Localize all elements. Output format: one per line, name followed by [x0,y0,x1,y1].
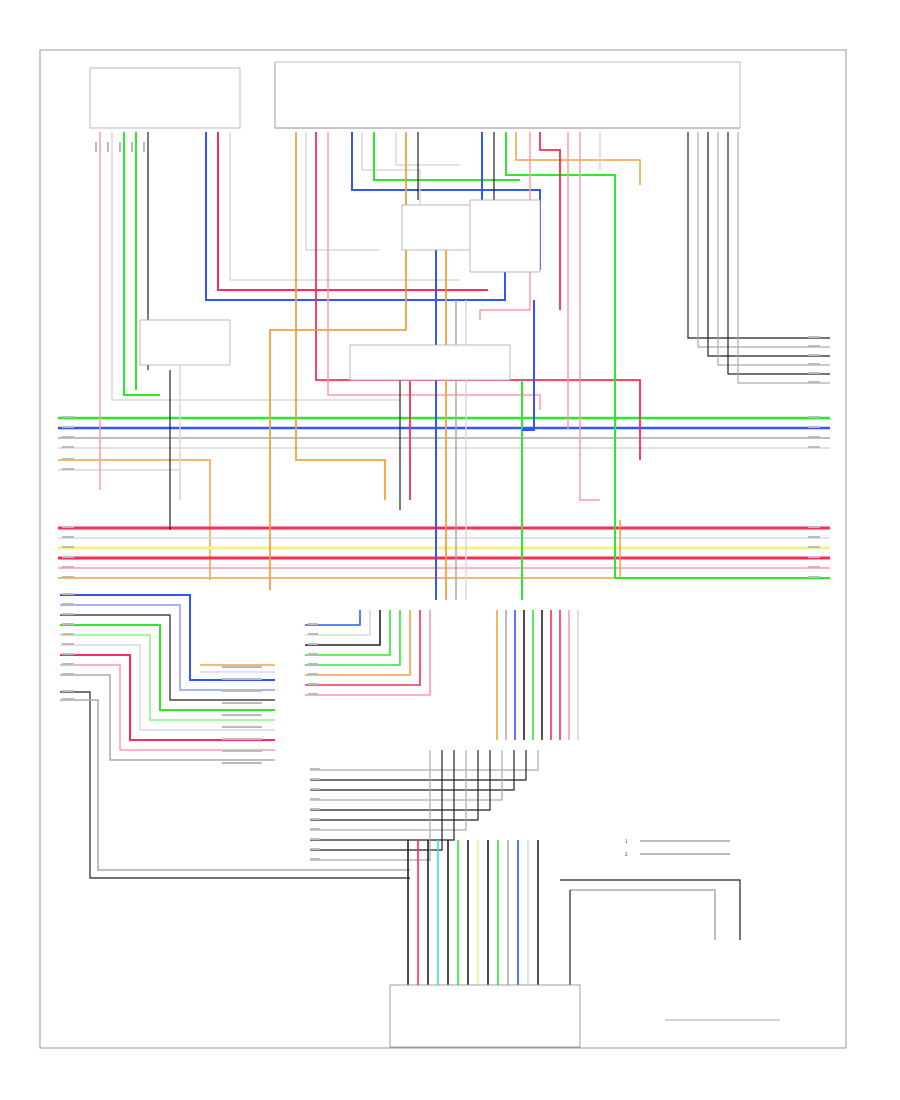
wire-light_blue-56 [60,604,275,691]
diagram-frame [39,49,847,1049]
wire-black-87 [310,750,527,781]
wire-green-58 [60,624,275,711]
wire-light_gray-13 [111,132,400,401]
wire-light_gray-60 [60,644,275,731]
bottom-unit [389,984,581,1048]
center-unit-b [469,199,541,273]
wire-green-32 [505,132,830,579]
wire-black-43 [727,132,830,375]
legend-item-1: 1 [625,839,628,844]
wire-gray-95 [310,750,431,861]
wire-green-14 [123,132,160,396]
wire-pink-23 [327,132,541,410]
wire-gray-44 [737,132,830,384]
wire-light_gray-69 [305,610,371,636]
wire-light_gray-21 [305,132,380,251]
wire-black-94 [310,750,443,851]
wire-blue-68 [305,610,361,626]
wire-gray-63 [60,674,275,761]
wire-blue-17 [205,132,506,301]
wire-black-70 [305,610,381,646]
wire-orange-4 [58,459,211,580]
wire-green-71 [305,610,391,656]
center-module-d [349,344,511,381]
wire-black-57 [60,614,275,701]
wire-black-66 [60,691,410,879]
wire-light_gray-19 [229,132,460,281]
wire-gray-67 [60,699,410,871]
wire-red-61 [60,654,275,741]
wire-gray-89 [310,750,503,801]
wire-black-41 [707,132,830,357]
wire-red-74 [305,610,421,686]
wire-green-72 [305,610,401,666]
wire-pink-75 [305,610,431,696]
wire-black-91 [310,750,479,821]
wire-black-90 [310,750,491,811]
wire-black-39 [687,132,830,339]
wire-light_gray-25 [361,132,421,210]
legend: 1 2 [625,839,730,857]
wire-gray-86 [310,750,539,771]
wire-red-35 [539,132,561,310]
wire-black-88 [310,750,515,791]
wire-group [58,132,830,985]
label-group [62,142,820,860]
wire-green-26 [373,132,520,181]
wire-blue-50 [522,300,535,431]
top-left-module [89,67,241,129]
center-module-c [139,319,231,366]
wire-black-110 [560,879,741,940]
wire-gray-92 [310,750,467,831]
wire-light_gray-27 [395,132,460,166]
wire-red-18 [217,132,488,291]
wire-orange-33 [515,132,641,185]
legend-item-2: 2 [625,852,628,857]
wire-red-22 [315,132,641,460]
wire-light_gray-5 [58,469,181,500]
wire-orange-73 [305,610,411,676]
top-right-connector [274,61,741,129]
wire-pink-37 [579,132,600,501]
wire-light_green-59 [60,634,275,721]
wire-pink-62 [60,664,275,751]
wire-orange-20 [295,132,386,500]
wire-black-93 [310,750,455,841]
wire-gray-111 [570,889,716,940]
wire-gray-42 [717,132,830,366]
wire-gray-40 [697,132,830,348]
